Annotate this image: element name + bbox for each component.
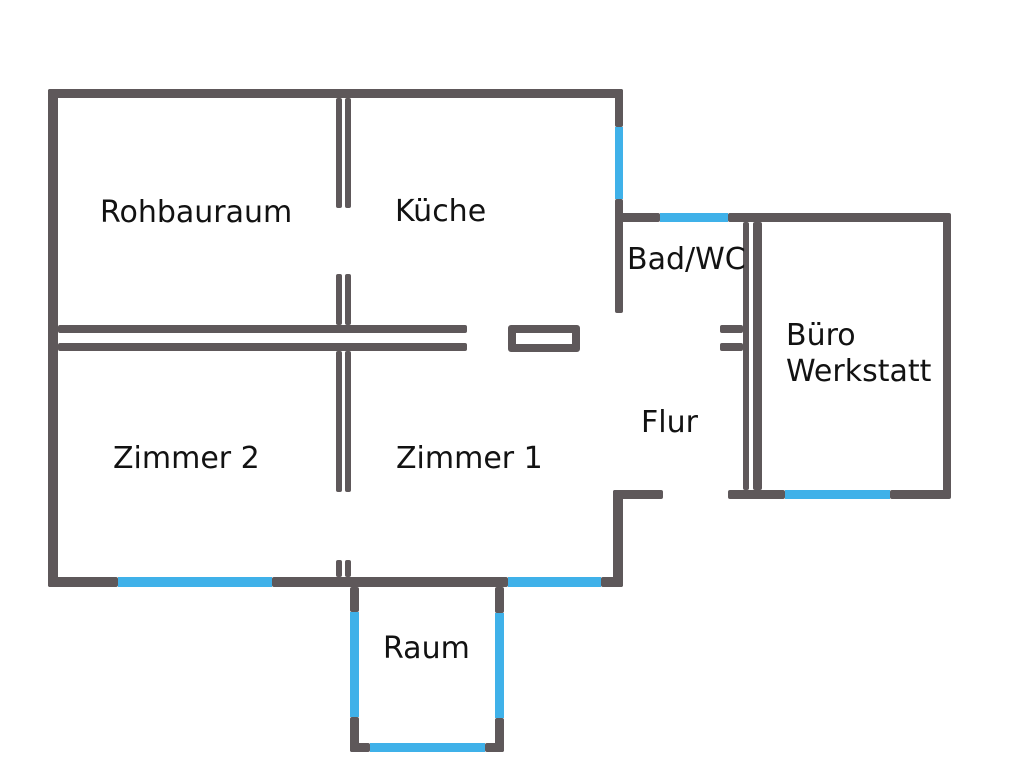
room-label-zimmer1: Zimmer 1 xyxy=(396,441,543,476)
wall-outer-top xyxy=(48,89,623,98)
wall-bottom-segment-1 xyxy=(48,577,118,587)
wall-raum-west-top xyxy=(350,587,359,612)
wall-buero-south-left xyxy=(728,490,785,499)
door-symbol-rectangle xyxy=(508,325,580,352)
window-raum-west xyxy=(350,612,359,717)
window-badwc-north xyxy=(660,213,728,222)
wall-divider-vertical-mid-line1 xyxy=(336,274,342,325)
wall-door-stub-lower xyxy=(720,343,743,351)
wall-raum-south-right xyxy=(485,743,504,752)
window-raum-east xyxy=(495,613,504,718)
wall-raum-south-left xyxy=(350,743,370,752)
wall-buero-west-line1 xyxy=(743,222,749,490)
window-kueche-east xyxy=(615,127,623,199)
room-label-zimmer2: Zimmer 2 xyxy=(113,441,260,476)
wall-badwc-north-left xyxy=(615,213,660,222)
wall-buero-west-line2 xyxy=(753,222,762,490)
wall-buero-east xyxy=(943,213,951,499)
wall-kueche-east-lower xyxy=(615,199,623,313)
room-label-flur: Flur xyxy=(641,405,698,440)
wall-divider-horizontal-upper xyxy=(58,325,467,333)
wall-flur-west xyxy=(613,490,623,587)
room-label-werkstatt: Werkstatt xyxy=(786,354,932,389)
room-label-kueche: Küche xyxy=(395,194,487,229)
window-zimmer1-south xyxy=(508,577,601,587)
window-zimmer2-south xyxy=(118,577,272,587)
room-label-rohbauraum: Rohbauraum xyxy=(100,195,293,230)
wall-bottom-segment-2 xyxy=(272,577,508,587)
wall-outer-left xyxy=(48,89,58,587)
wall-divider-vertical-top-line1 xyxy=(336,98,342,208)
wall-divider-vertical-mid-line2 xyxy=(345,274,351,325)
wall-buero-south-right xyxy=(890,490,950,499)
wall-door-stub-upper xyxy=(720,325,743,333)
wall-bottom-segment-3 xyxy=(601,577,623,587)
wall-raum-east-bottom xyxy=(495,718,504,752)
window-raum-south xyxy=(370,743,485,752)
wall-kueche-east-upper xyxy=(615,89,623,127)
room-label-raum: Raum xyxy=(383,631,470,666)
wall-flur-south-horizontal xyxy=(613,490,663,499)
room-label-bad-wc: Bad/WC xyxy=(627,242,746,277)
window-buero-south xyxy=(785,490,890,499)
wall-divider-vertical-stub-line2 xyxy=(345,560,351,577)
wall-divider-vertical-low-line2 xyxy=(345,351,351,492)
wall-raum-west-bottom xyxy=(350,717,359,752)
wall-buero-north xyxy=(728,213,950,222)
wall-divider-vertical-top-line2 xyxy=(345,98,351,208)
wall-divider-vertical-low-line1 xyxy=(336,351,342,492)
wall-divider-vertical-stub-line1 xyxy=(336,560,342,577)
wall-divider-horizontal-lower xyxy=(58,343,467,351)
wall-raum-east-top xyxy=(495,587,504,613)
room-label-buero: Büro xyxy=(786,318,856,353)
